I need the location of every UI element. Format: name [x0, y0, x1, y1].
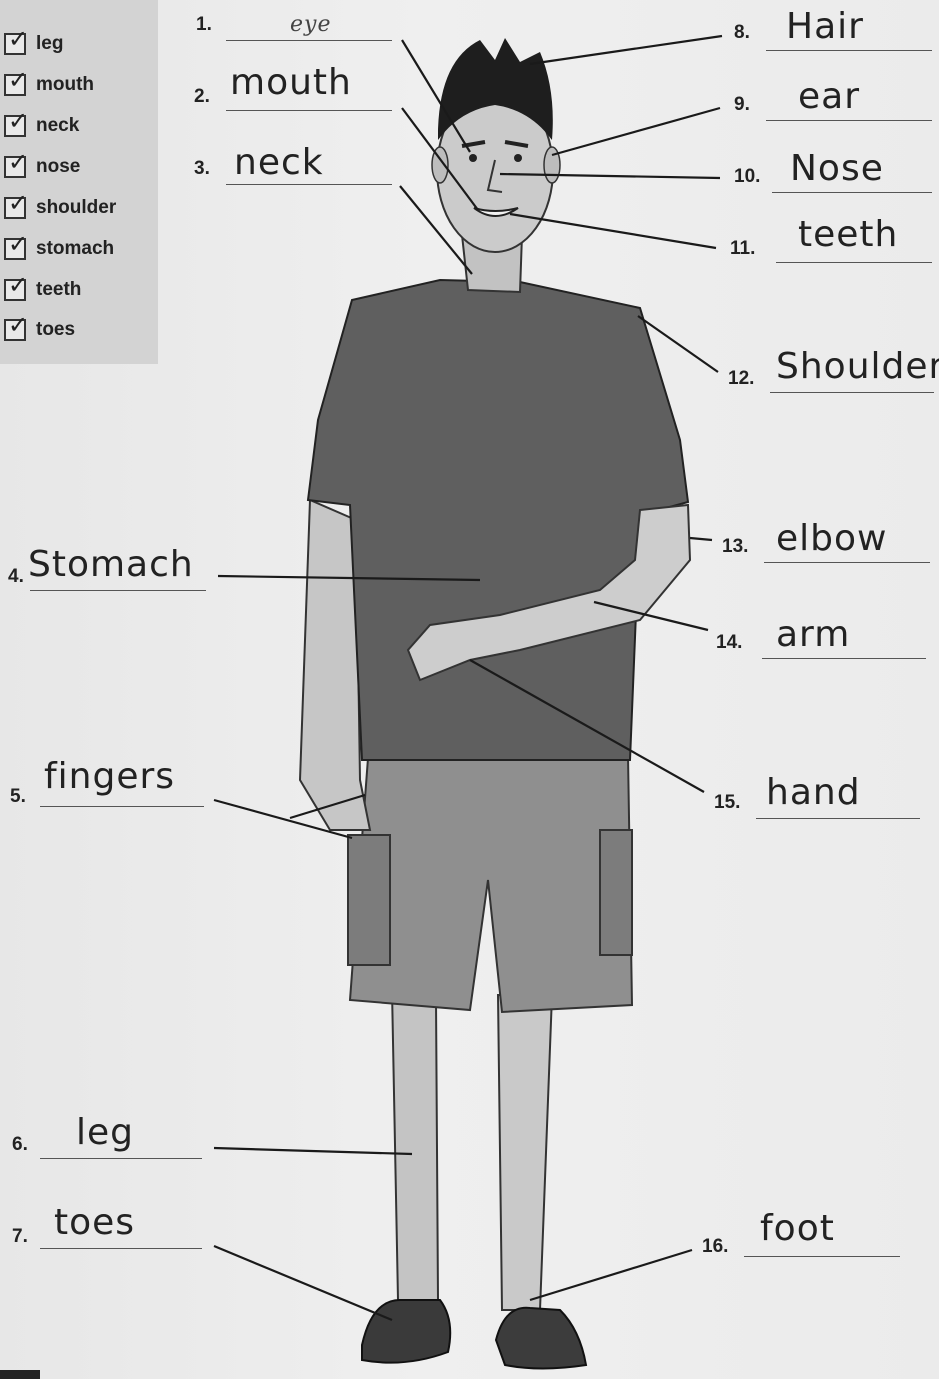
answer-toes[interactable]: toes: [54, 1202, 135, 1243]
answer-teeth[interactable]: teeth: [798, 214, 898, 255]
answer-hand[interactable]: hand: [766, 772, 861, 813]
label-number: 15.: [714, 792, 740, 814]
answer-elbow[interactable]: elbow: [776, 518, 887, 559]
answer-line: [226, 110, 392, 111]
label-number: 14.: [716, 632, 742, 654]
answer-line: [226, 184, 392, 185]
answer-hair[interactable]: Hair: [786, 6, 864, 47]
label-number: 7.: [12, 1226, 28, 1248]
answer-line: [40, 806, 204, 807]
left-sandal: [362, 1300, 450, 1363]
answer-line: [764, 562, 930, 563]
answer-ear[interactable]: ear: [798, 76, 860, 117]
answer-leg[interactable]: leg: [76, 1112, 134, 1153]
answer-fingers[interactable]: fingers: [44, 756, 175, 797]
answer-neck[interactable]: neck: [234, 142, 324, 183]
answer-line: [766, 120, 932, 121]
left-leg: [392, 990, 438, 1300]
answer-line: [744, 1256, 900, 1257]
t-shirt: [308, 280, 688, 760]
answer-nose[interactable]: Nose: [790, 148, 884, 189]
answer-eye[interactable]: eye: [290, 12, 331, 37]
label-number: 8.: [734, 22, 750, 44]
label-number: 1.: [196, 14, 212, 36]
answer-shoulder[interactable]: Shoulder: [776, 346, 939, 387]
label-number: 3.: [194, 158, 210, 180]
label-number: 16.: [702, 1236, 728, 1258]
answer-line: [40, 1248, 202, 1249]
answer-mouth[interactable]: mouth: [230, 62, 352, 103]
right-sandal: [496, 1308, 586, 1369]
label-number: 9.: [734, 94, 750, 116]
answer-stomach[interactable]: Stomach: [28, 544, 194, 585]
answer-arm[interactable]: arm: [776, 614, 850, 655]
answer-line: [30, 590, 206, 591]
answer-line: [40, 1158, 202, 1159]
answer-line: [772, 192, 932, 193]
answer-line: [776, 262, 932, 263]
answer-foot[interactable]: foot: [760, 1208, 835, 1249]
answer-line: [766, 50, 932, 51]
label-number: 2.: [194, 86, 210, 108]
page-corner-mark: [0, 1370, 40, 1379]
right-leg: [498, 995, 552, 1310]
label-number: 6.: [12, 1134, 28, 1156]
shorts: [350, 755, 632, 1012]
label-number: 4.: [8, 566, 24, 588]
answer-line: [226, 40, 392, 41]
label-number: 10.: [734, 166, 760, 188]
eye-right: [514, 154, 522, 162]
left-cargo-pocket: [348, 835, 390, 965]
answer-line: [762, 658, 926, 659]
right-cargo-pocket: [600, 830, 632, 955]
label-number: 5.: [10, 786, 26, 808]
answer-line: [756, 818, 920, 819]
label-number: 13.: [722, 536, 748, 558]
label-number: 11.: [730, 238, 755, 260]
label-number: 12.: [728, 368, 754, 390]
eye-left: [469, 154, 477, 162]
answer-line: [770, 392, 934, 393]
